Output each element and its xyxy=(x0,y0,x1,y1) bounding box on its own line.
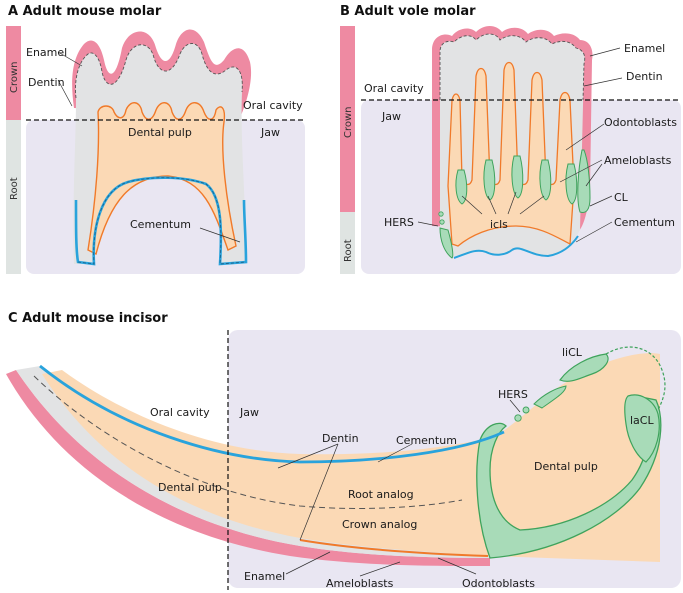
leader-dentin-b xyxy=(583,77,623,87)
jaw-label-b: Jaw xyxy=(381,110,401,123)
dentin-outline-a xyxy=(75,43,243,99)
cementum-label-c: Cementum xyxy=(396,434,457,447)
ameloblasts-label-c: Ameloblasts xyxy=(326,577,394,590)
cementum-c xyxy=(39,364,505,464)
ameloblasts-label-b: Ameloblasts xyxy=(604,154,672,167)
leader-odontoblasts-b xyxy=(565,123,605,151)
hers-b xyxy=(439,227,454,259)
leader-ameloblasts-1-b xyxy=(559,159,603,183)
lacl-c xyxy=(624,394,660,463)
odontoblasts-label-b: Odontoblasts xyxy=(604,116,677,129)
hers-dot-1-c xyxy=(514,414,522,422)
leader-ameloblasts-c xyxy=(359,561,401,577)
jaw-label-c: Jaw xyxy=(239,406,259,419)
licl-c xyxy=(559,353,609,382)
leader-hers-c xyxy=(509,399,521,413)
leader-cementum-c xyxy=(377,443,413,463)
dental-pulp-b xyxy=(447,61,575,247)
root-bar-b xyxy=(340,212,355,274)
root-bar-label-b: Root xyxy=(343,239,354,262)
hers-dot-1-b xyxy=(438,211,444,217)
leader-cementum-a xyxy=(199,227,241,243)
oral-cavity-label-c: Oral cavity xyxy=(150,406,210,419)
panel-b: B Adult vole molar Crown Root xyxy=(340,4,681,274)
cl-label-b: CL xyxy=(614,191,629,204)
leader-hers-b xyxy=(417,221,439,227)
oral-cavity-label-a: Oral cavity xyxy=(243,99,303,112)
crown-bar-b xyxy=(340,26,355,212)
cementum-b xyxy=(453,235,579,259)
panel-b-title: B Adult vole molar xyxy=(340,4,476,19)
enamel-label-b: Enamel xyxy=(624,42,665,55)
odontoblasts-label-c: Odontoblasts xyxy=(462,577,535,590)
leader-enamel-a xyxy=(57,51,83,67)
dental-pulp-outer-label-c: Dental pulp xyxy=(158,481,222,494)
lacl-label-c: laCL xyxy=(630,414,654,427)
dental-pulp-inner-label-c: Dental pulp xyxy=(534,460,598,473)
hers-strip-c xyxy=(533,385,567,409)
dental-pulp-c xyxy=(42,353,660,562)
root-analog-label-c: Root analog xyxy=(348,488,414,501)
dentin-label-a: Dentin xyxy=(28,76,65,89)
ameloblast-strips-b xyxy=(455,155,578,205)
panel-a-title: A Adult mouse molar xyxy=(8,4,162,19)
crown-bar-label-a: Crown xyxy=(9,61,20,93)
panel-c-title: C Adult mouse incisor xyxy=(8,311,168,326)
hers-label-b: HERS xyxy=(384,216,414,229)
dentin-label-c: Dentin xyxy=(322,432,359,445)
panel-c: C Adult mouse incisor Oral cavity Jaw xyxy=(6,311,681,590)
dental-pulp-label-a: Dental pulp xyxy=(128,126,192,139)
panel-a: A Adult mouse molar Crown Root Enamel De… xyxy=(6,4,305,274)
licl-label-c: liCL xyxy=(562,346,583,359)
crown-bar-label-b: Crown xyxy=(343,106,354,138)
root-bar-a xyxy=(6,120,21,274)
enamel-label-a: Enamel xyxy=(26,46,67,59)
hers-label-c: HERS xyxy=(498,388,528,401)
dentin-outline-b xyxy=(439,33,586,101)
oral-cavity-label-b: Oral cavity xyxy=(364,82,424,95)
leader-icls-1-b xyxy=(461,195,483,215)
cementum-label-a: Cementum xyxy=(130,218,191,231)
leader-enamel-c xyxy=(285,551,331,575)
leader-icls-4-b xyxy=(519,195,545,215)
cementum-outline-a xyxy=(77,177,247,265)
icls-label-b: icls xyxy=(490,218,508,231)
jaw-label-a: Jaw xyxy=(260,126,280,139)
leader-ameloblasts-2-b xyxy=(585,163,603,187)
root-bar-label-a: Root xyxy=(9,177,20,200)
crown-bar-a xyxy=(6,26,21,120)
leader-enamel-b xyxy=(589,47,621,57)
hers-dot-2-b xyxy=(439,219,445,225)
leader-odontoblasts-c xyxy=(437,557,477,575)
hers-dot-2-c xyxy=(522,406,530,414)
enamel-label-c: Enamel xyxy=(244,570,285,583)
leader-dentin-a xyxy=(57,79,73,107)
analog-divider-c xyxy=(33,375,463,509)
leader-cementum-b xyxy=(575,221,613,243)
licl-tip-c xyxy=(605,346,666,411)
leader-icls-3-b xyxy=(507,191,517,215)
enamel-c xyxy=(6,370,490,566)
dentin-label-b: Dentin xyxy=(626,70,663,83)
leader-cl-b xyxy=(589,195,613,207)
leader-dentin-1-c xyxy=(277,443,339,469)
cervical-loop-b xyxy=(577,149,591,213)
dental-pulp-a xyxy=(87,102,237,256)
leader-dentin-2-c xyxy=(299,443,339,541)
epithelium-c xyxy=(476,397,662,559)
leader-icls-2-b xyxy=(487,195,497,215)
crown-analog-label-c: Crown analog xyxy=(342,518,417,531)
cementum-label-b: Cementum xyxy=(614,216,675,229)
odontoblasts-c xyxy=(299,539,489,557)
